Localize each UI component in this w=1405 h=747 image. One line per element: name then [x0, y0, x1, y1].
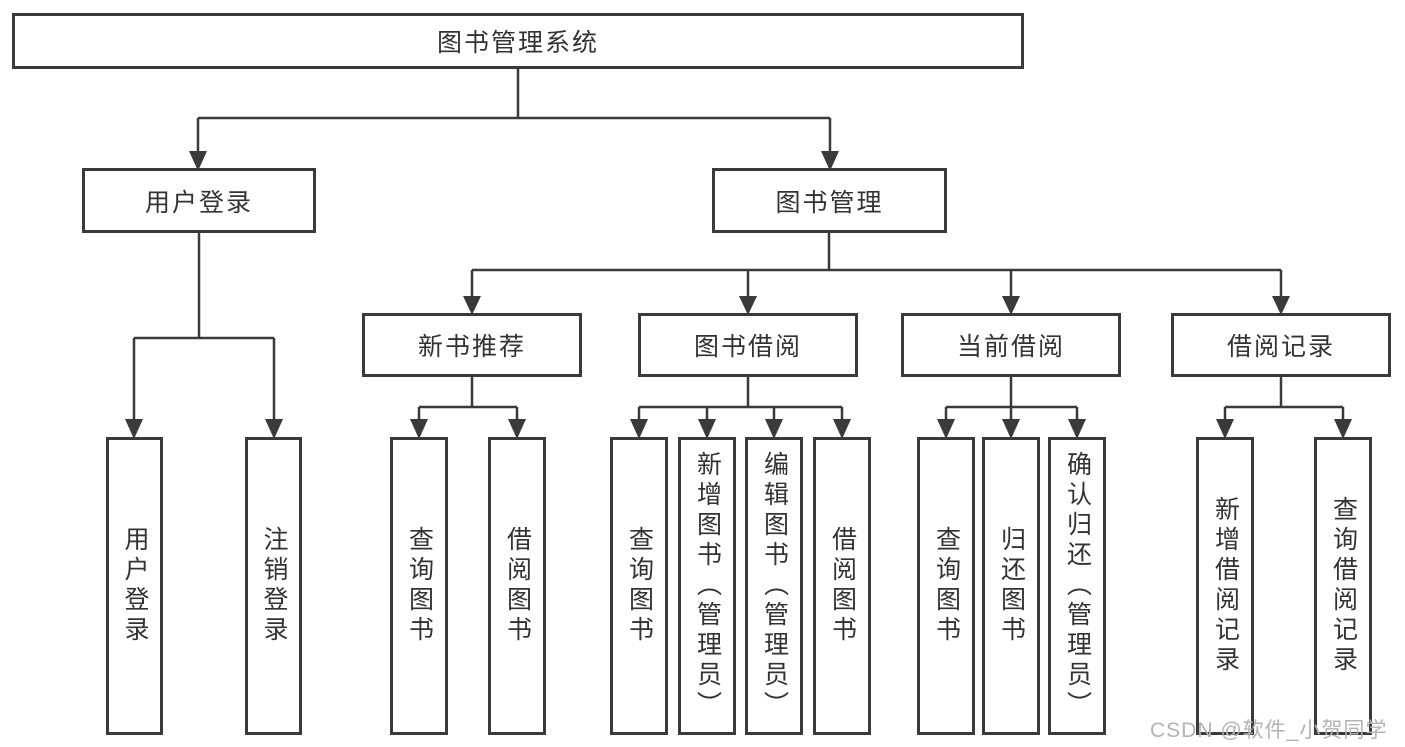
node-leaf-query-books-2: 查询图书 [610, 437, 668, 735]
node-leaf-borrow-book-1: 借阅图书 [488, 437, 546, 735]
node-label: 新书推荐 [417, 333, 526, 361]
node-label: 用户登录 [144, 188, 253, 217]
node-leaf-edit-book-admin: 编辑图书（管理员） [745, 437, 803, 735]
arrow-down-icon [1216, 419, 1234, 439]
node-leaf-query-books-3: 查询图书 [917, 437, 975, 735]
node-label: 查询图书 [405, 526, 434, 646]
node-root: 图书管理系统 [12, 13, 1024, 69]
connector-records-to-leaves [1223, 377, 1345, 421]
arrow-down-icon [508, 419, 526, 439]
node-label: 查询图书 [932, 526, 961, 646]
arrow-down-icon [1272, 296, 1290, 315]
connector-newbook-to-leaves [417, 377, 519, 421]
node-label: 编辑图书（管理员） [760, 451, 789, 721]
arrow-down-icon [125, 419, 143, 439]
arrow-down-icon [630, 419, 648, 439]
node-label: 查询图书 [625, 526, 654, 646]
node-label: 用户登录 [121, 526, 149, 646]
connector-borrow-to-leaves [637, 377, 844, 421]
node-user-login: 用户登录 [82, 168, 316, 233]
arrow-down-icon [765, 419, 783, 439]
arrow-down-icon [739, 296, 757, 315]
csdn-watermark: CSDN @软件_小贺同学 [1150, 719, 1388, 742]
node-label: 图书管理 [775, 188, 884, 217]
node-label: 注销登录 [260, 526, 288, 646]
node-label: 新增图书（管理员） [693, 451, 722, 721]
node-label: 借阅图书 [503, 526, 532, 646]
node-label: 图书管理系统 [436, 29, 599, 57]
node-leaf-confirm-return-admin: 确认归还（管理员） [1048, 437, 1106, 735]
node-current-borrowing: 当前借阅 [901, 313, 1121, 377]
arrow-down-icon [698, 419, 716, 439]
node-leaf-add-book-admin: 新增图书（管理员） [678, 437, 736, 735]
connector-login-to-leaves [132, 233, 276, 421]
arrow-down-icon [833, 419, 851, 439]
arrow-down-icon [189, 151, 207, 171]
node-new-book-recommend: 新书推荐 [362, 313, 582, 377]
arrow-down-icon [821, 151, 839, 171]
node-leaf-query-borrow-record: 查询借阅记录 [1314, 437, 1372, 735]
node-label: 当前借阅 [956, 333, 1065, 361]
arrow-down-icon [1002, 296, 1020, 315]
node-book-borrowing: 图书借阅 [638, 313, 858, 377]
node-label: 查询借阅记录 [1329, 496, 1358, 676]
connector-root-to-level2 [196, 69, 832, 153]
arrow-down-icon [265, 419, 283, 439]
node-borrowing-records: 借阅记录 [1171, 313, 1391, 377]
node-label: 确认归还（管理员） [1063, 451, 1092, 721]
node-label: 图书借阅 [693, 333, 802, 361]
node-label: 借阅记录 [1226, 333, 1335, 361]
node-leaf-add-borrow-record: 新增借阅记录 [1196, 437, 1254, 735]
arrow-down-icon [410, 419, 428, 439]
arrow-down-icon [1002, 419, 1020, 439]
node-leaf-user-login: 用户登录 [106, 437, 163, 735]
node-leaf-return-book: 归还图书 [982, 437, 1040, 735]
arrow-down-icon [1068, 419, 1086, 439]
connector-mgmt-to-level3 [470, 233, 1283, 297]
arrow-down-icon [1334, 419, 1352, 439]
node-label: 归还图书 [997, 526, 1026, 646]
node-leaf-borrow-book-2: 借阅图书 [813, 437, 871, 735]
node-leaf-logout: 注销登录 [245, 437, 302, 735]
node-label: 借阅图书 [828, 526, 857, 646]
node-leaf-query-books-1: 查询图书 [390, 437, 448, 735]
node-label: 新增借阅记录 [1211, 496, 1240, 676]
arrow-down-icon [937, 419, 955, 439]
connector-current-to-leaves [944, 377, 1079, 421]
node-book-management: 图书管理 [712, 168, 947, 233]
arrow-down-icon [463, 296, 481, 315]
